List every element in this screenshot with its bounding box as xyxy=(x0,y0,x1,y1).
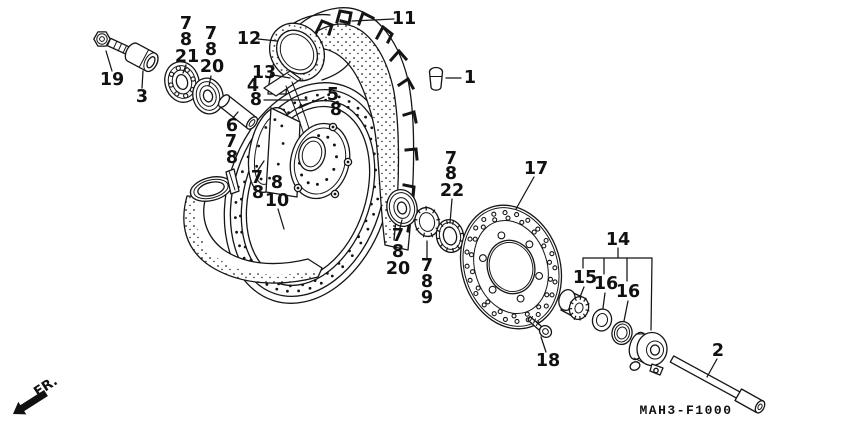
part-number-label: 12 xyxy=(237,29,261,49)
part-number-label: 21 xyxy=(175,47,199,67)
part-number-label: 2 xyxy=(712,341,724,361)
part-number-label: 8 xyxy=(250,90,262,110)
part-number-label: 16 xyxy=(594,274,618,294)
bearing-retainer xyxy=(414,206,440,238)
front-direction-marker: FR. xyxy=(13,373,61,415)
part-number-label: 11 xyxy=(392,9,416,29)
part-number-label: 4 xyxy=(247,76,259,96)
part-number-label: 8 xyxy=(252,183,264,203)
part-number-label: 6 xyxy=(226,116,238,136)
front-arrow-icon xyxy=(13,390,48,415)
part-number-label: 20 xyxy=(386,259,410,279)
part-number-label: 14 xyxy=(606,230,630,250)
part-number-label: 18 xyxy=(536,351,560,371)
part-number-label: 7 xyxy=(205,24,217,44)
part-number-label: 20 xyxy=(200,57,224,77)
part-number-label: 10 xyxy=(265,191,289,211)
part-number-label: 8 xyxy=(330,100,342,120)
part-number-label: 8 xyxy=(180,30,192,50)
part-number-label: 8 xyxy=(421,272,433,292)
group-bracket-14 xyxy=(579,247,653,331)
tire-valve xyxy=(428,66,444,91)
bearing-right xyxy=(386,188,418,228)
part-number-label: 22 xyxy=(440,181,464,201)
part-number-label: 16 xyxy=(616,282,640,302)
part-number-label: 7 xyxy=(392,226,404,246)
hub xyxy=(247,107,353,200)
seal-hatch xyxy=(436,219,464,253)
disc-drilled-holes xyxy=(464,210,558,324)
axle xyxy=(669,355,766,414)
part-number-label: 13 xyxy=(252,63,276,83)
part-number-label: 7 xyxy=(180,14,192,34)
screw xyxy=(527,315,553,339)
gear-teeth xyxy=(568,295,590,321)
part-number-label: 5 xyxy=(327,85,339,105)
diagram-code-label: MAH3-F1000 xyxy=(639,403,732,418)
part-number-label: 15 xyxy=(573,268,597,288)
part-number-label: 8 xyxy=(226,148,238,168)
part-number-label: 7 xyxy=(445,149,457,169)
part-number-label: 17 xyxy=(524,159,548,179)
part-number-label: 1 xyxy=(464,68,476,88)
part-number-label: 7 xyxy=(225,132,237,152)
part-number-label: 7 xyxy=(421,256,433,276)
part-number-label: 7 xyxy=(251,168,263,188)
oil-seal-left xyxy=(192,77,224,115)
part-number-label: 8 xyxy=(271,173,283,193)
collar xyxy=(124,42,159,73)
inner-tube xyxy=(268,13,351,82)
washer xyxy=(611,320,633,346)
part-number-label: 8 xyxy=(205,40,217,60)
washer xyxy=(591,308,613,332)
part-number-label: 9 xyxy=(421,288,433,308)
hub-bore xyxy=(298,136,326,172)
leader-lines xyxy=(105,18,718,378)
speedometer-gearbox xyxy=(628,331,668,376)
part-number-label: 19 xyxy=(100,70,124,90)
part-number-label: 8 xyxy=(445,164,457,184)
bearing-balls xyxy=(168,65,196,99)
ball-bearing xyxy=(164,61,200,103)
part-number-label: 8 xyxy=(392,242,404,262)
hub-lugs xyxy=(293,122,353,199)
tire-lower-section xyxy=(183,168,323,284)
part-number-label: 3 xyxy=(136,87,148,107)
brake-disc xyxy=(459,204,563,330)
